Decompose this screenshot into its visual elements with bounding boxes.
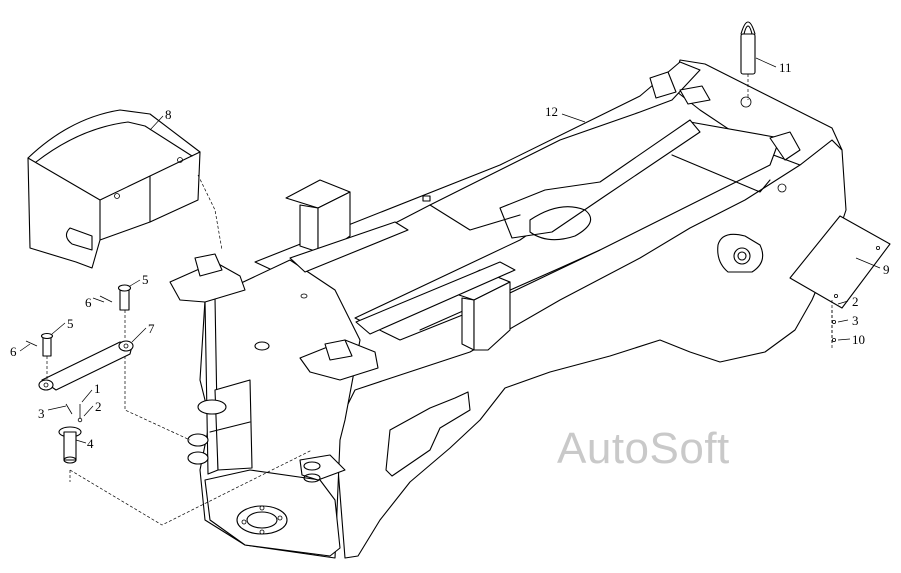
callout-6-upper: 6 <box>85 295 92 310</box>
left-column-assembly <box>169 253 379 483</box>
callout-2-left: 2 <box>95 399 102 414</box>
callout-12: 12 <box>545 104 558 119</box>
callout-6-lower: 6 <box>10 344 17 359</box>
top-posts <box>285 179 516 351</box>
callout-10: 10 <box>852 332 865 347</box>
part-11-pin <box>740 21 756 100</box>
leader-lines <box>19 57 881 444</box>
watermark: AutoSoft <box>557 424 730 473</box>
callout-3-left: 3 <box>38 406 45 421</box>
main-frame <box>199 59 847 559</box>
callout-8: 8 <box>165 107 172 122</box>
callout-5-upper: 5 <box>142 272 149 287</box>
callout-3-right: 3 <box>852 313 859 328</box>
bolts-5-6 <box>25 284 132 380</box>
part-7-link-bar <box>38 340 134 391</box>
assembly-guide-lines <box>69 310 833 526</box>
part-8-cover <box>27 109 223 269</box>
callout-7: 7 <box>148 321 155 336</box>
callout-4: 4 <box>87 436 94 451</box>
callout-labels: 8 12 11 9 2 3 10 5 6 5 6 7 1 2 3 4 <box>10 60 890 451</box>
callout-2-right: 2 <box>852 294 859 309</box>
callout-9: 9 <box>883 262 890 277</box>
callout-1: 1 <box>94 381 101 396</box>
pin-assembly-1-4 <box>58 403 83 464</box>
callout-11: 11 <box>779 60 792 75</box>
callout-5-lower: 5 <box>67 316 74 331</box>
